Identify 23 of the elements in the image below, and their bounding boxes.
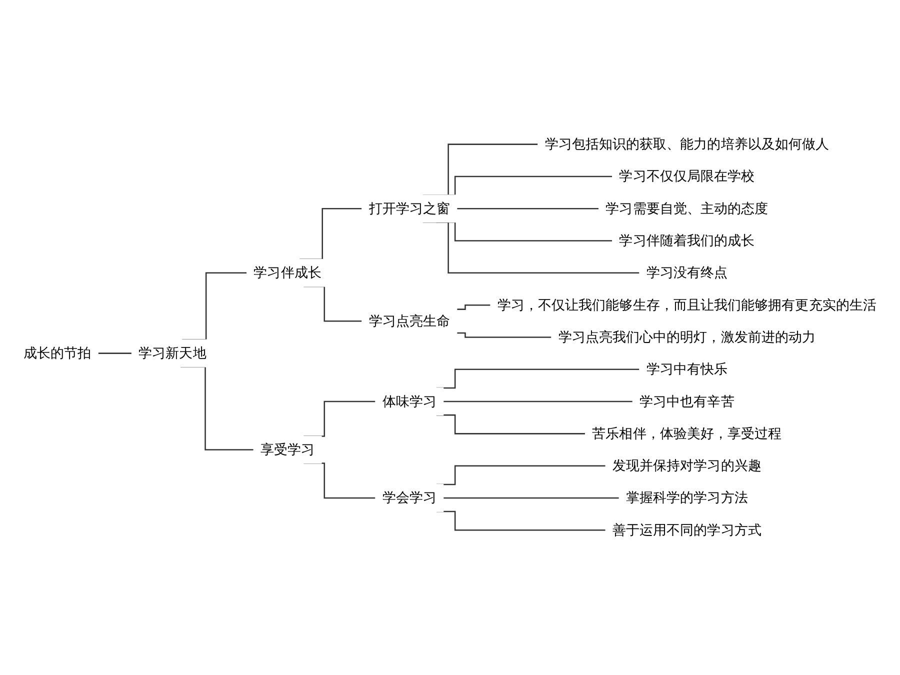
connector bbox=[443, 498, 620, 499]
node-text: 学习中有快乐 bbox=[646, 361, 728, 378]
connector bbox=[443, 401, 633, 402]
node-text: 发现并保持对学习的兴趣 bbox=[612, 458, 762, 474]
node-text: 学习伴随着我们的成长 bbox=[619, 232, 755, 249]
node-text: 学习包括知识的获取、能力的培养以及如何做人 bbox=[544, 136, 830, 152]
node-text: 学习点亮生命 bbox=[368, 312, 450, 330]
node-text: 苦乐相伴，体验美好，享受过程 bbox=[592, 425, 782, 442]
connector bbox=[456, 208, 599, 210]
node-text: 掌握科学的学习方法 bbox=[626, 490, 748, 506]
node-text: 学习中也有辛苦 bbox=[640, 393, 734, 410]
node-text: 成长的节拍 bbox=[24, 345, 92, 362]
node-text: 学习不仅仅局限在学校 bbox=[619, 168, 755, 184]
connector bbox=[98, 352, 132, 354]
node-text: 学习点亮我们心中的明灯，激发前进的动力 bbox=[558, 329, 816, 346]
connector bbox=[456, 304, 491, 310]
node-text: 善于运用不同的学习方式 bbox=[612, 522, 762, 538]
node-text: 学习需要自觉、主动的态度 bbox=[606, 200, 768, 216]
node-text: 学习，不仅让我们能够生存，而且让我们能够拥有更充实的生活 bbox=[497, 296, 876, 313]
connector bbox=[182, 272, 247, 341]
connector bbox=[300, 208, 362, 260]
connector bbox=[456, 332, 552, 338]
node-text: 学习没有终点 bbox=[646, 264, 728, 281]
